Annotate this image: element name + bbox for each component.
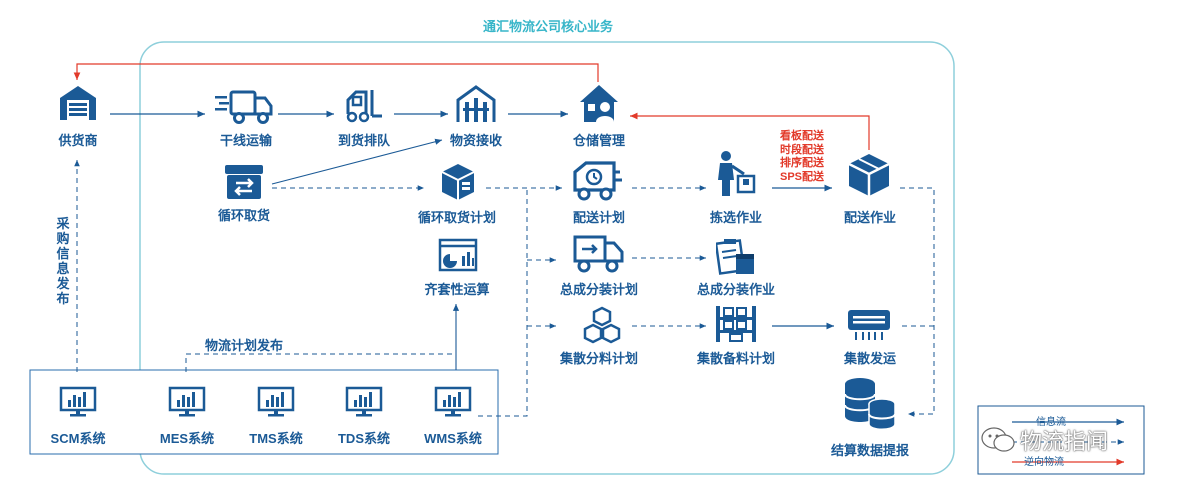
dashboard-chart-icon <box>438 238 478 279</box>
node-delivery-ops-label: 配送作业 <box>843 210 897 225</box>
monitor-chart-icon <box>59 386 97 423</box>
systems-box <box>29 369 499 455</box>
purchase-info-label: 采购信息发布 <box>56 216 70 306</box>
legend-info-flow: 信息流 <box>1036 417 1066 428</box>
database-icon <box>842 376 898 437</box>
node-milk-run-plan-label: 循环取货计划 <box>417 210 497 225</box>
reverse-flow-to-supplier <box>73 63 599 82</box>
node-material-receipt-label: 物资接收 <box>449 133 503 148</box>
node-assembly-ops-label: 总成分装作业 <box>696 282 776 297</box>
node-warehouse-mgmt-label: 仓储管理 <box>572 133 626 148</box>
node-arrival-queue-label: 到货排队 <box>337 133 391 148</box>
exchange-box-icon <box>224 164 264 205</box>
3d-box-icon <box>438 162 478 207</box>
legend-reverse-flow: 逆向物流 <box>1024 457 1064 468</box>
flow-logistics-plan <box>185 353 454 372</box>
delivery-modes-list: 看板配送 时段配送 排序配送 SPS配送 <box>772 130 832 184</box>
transfer-truck-icon <box>572 234 628 279</box>
delivery-truck-icon <box>572 160 630 207</box>
node-assembly-plan-label: 总成分装计划 <box>559 282 639 297</box>
watermark-text: 物流指闻 <box>1020 430 1109 455</box>
node-supplier-label: 供货商 <box>58 133 98 148</box>
wechat-icon <box>980 426 1016 459</box>
logistics-plan-label: 物流计划发布 <box>204 338 284 353</box>
node-milk-run-label: 循环取货 <box>217 208 271 223</box>
stacked-cubes-icon <box>582 306 622 349</box>
dispatch-machine-icon <box>846 308 892 347</box>
clipboard-box-icon <box>714 236 756 281</box>
worker-picking-icon <box>712 150 760 203</box>
node-picking-label: 拣选作业 <box>709 210 763 225</box>
package-icon <box>846 152 892 203</box>
delivery-mode-item: 时段配送 <box>780 143 824 156</box>
node-bulk-dispatch-label: 集散发运 <box>843 351 897 366</box>
system-wms-label: WMS系统 <box>424 431 482 446</box>
node-trunk-transport-label: 干线运输 <box>219 133 273 148</box>
system-mes-label: MES系统 <box>159 431 215 446</box>
system-tds-label: TDS系统 <box>337 431 391 446</box>
monitor-chart-icon <box>434 386 472 423</box>
node-bulk-sort-plan-label: 集散分料计划 <box>559 351 639 366</box>
house-person-icon <box>578 82 620 129</box>
node-kit-calc-label: 齐套性运算 <box>424 282 490 297</box>
truck-icon <box>215 90 275 129</box>
building-icon <box>455 84 497 129</box>
monitor-chart-icon <box>168 386 206 423</box>
reverse-flow-to-warehouse <box>630 112 870 150</box>
forklift-icon <box>344 88 384 129</box>
flow-milkrun-receipt <box>271 138 443 185</box>
shelf-icon <box>714 304 758 349</box>
delivery-mode-item: 排序配送 <box>780 157 824 169</box>
delivery-mode-item: SPS配送 <box>779 170 824 183</box>
flow-systems-branch <box>478 188 528 417</box>
delivery-mode-item: 看板配送 <box>780 130 824 142</box>
system-tms-label: TMS系统 <box>249 431 303 446</box>
node-delivery-plan-label: 配送计划 <box>572 210 626 225</box>
system-scm-label: SCM系统 <box>50 431 106 446</box>
node-bulk-prep-plan-label: 集散备料计划 <box>696 351 776 366</box>
warehouse-icon <box>58 82 98 127</box>
core-business-frame <box>139 41 955 475</box>
flow-to-settlement <box>900 187 935 417</box>
monitor-chart-icon <box>257 386 295 423</box>
node-settlement-label: 结算数据提报 <box>830 443 910 458</box>
monitor-chart-icon <box>345 386 383 423</box>
diagram-title: 通汇物流公司核心业务 <box>482 19 614 34</box>
